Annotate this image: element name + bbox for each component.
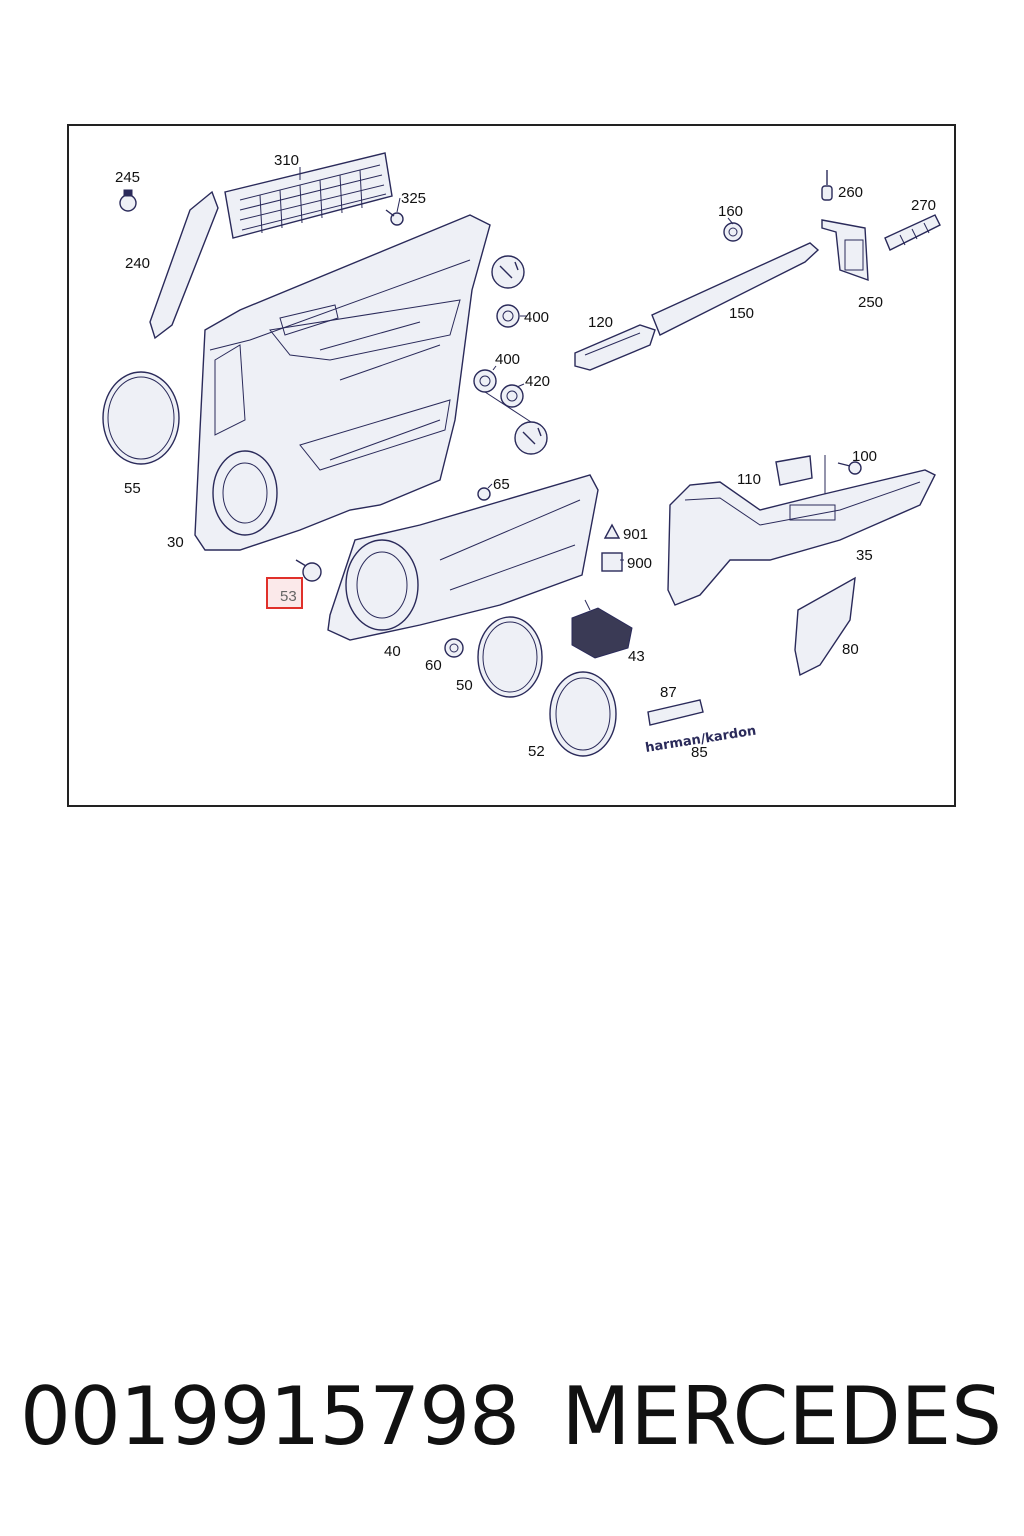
part-50-ring (477, 616, 543, 698)
callout-40: 40 (384, 643, 401, 660)
callout-50: 50 (456, 677, 473, 694)
part-270-clip (884, 214, 941, 251)
part-55-ring (102, 371, 180, 465)
callout-160: 160 (718, 203, 743, 220)
callout-85: 85 (691, 744, 708, 761)
callout-60: 60 (425, 657, 442, 674)
callout-110: 110 (737, 471, 761, 488)
callout-53: 53 (280, 588, 297, 605)
callout-100: 100 (852, 448, 877, 465)
callout-270: 270 (911, 197, 936, 214)
callout-43: 43 (628, 648, 645, 665)
part-30-door-panel (194, 214, 491, 551)
part-400-plugs (473, 255, 548, 455)
part-87-bracket (647, 699, 704, 726)
part-250-bracket (821, 219, 869, 282)
highlight-box (266, 577, 303, 609)
highlighted-callout-53[interactable]: 53 (266, 577, 303, 609)
callout-87: 87 (660, 684, 677, 701)
callout-310: 310 (274, 152, 299, 169)
part-60-plug (444, 638, 464, 658)
callout-80: 80 (842, 641, 859, 658)
callout-35: 35 (856, 547, 873, 564)
part-110-cover (775, 455, 813, 486)
callout-240: 240 (125, 255, 150, 272)
callout-900: 900 (627, 555, 652, 572)
callout-901: 901 (623, 526, 648, 543)
callout-260: 260 (838, 184, 863, 201)
part-52-ring (549, 671, 617, 757)
part-260-pin (821, 170, 833, 201)
part-40-lower-panel (327, 474, 599, 641)
callout-325: 325 (401, 190, 426, 207)
callout-420: 420 (525, 373, 550, 390)
callout-250: 250 (858, 294, 883, 311)
part-120-handle (574, 324, 656, 371)
callout-120: 120 (588, 314, 613, 331)
part-65-screw (477, 487, 491, 501)
part-901-clip (603, 523, 621, 539)
brand-name: MERCEDES (561, 1370, 1002, 1463)
part-53-clip (295, 559, 322, 582)
callout-52: 52 (528, 743, 545, 760)
callout-400-upper: 400 (524, 309, 549, 326)
part-160-plug (723, 222, 743, 242)
parts-diagram: harman/kardon 310 245 325 240 260 270 16… (102, 152, 941, 761)
part-900-connector (601, 552, 623, 572)
callout-55: 55 (124, 480, 141, 497)
callout-400-lower: 400 (495, 351, 520, 368)
footer: 0019915798 MERCEDES (0, 1370, 1024, 1470)
part-80-cover (794, 576, 856, 677)
callout-245: 245 (115, 169, 140, 186)
part-240-trim (149, 190, 219, 340)
part-245-clip (119, 189, 137, 212)
part-310-grille (224, 152, 393, 239)
callout-labels: 310 245 325 240 260 270 160 250 400 120 … (115, 152, 936, 761)
part-325-screw (385, 209, 404, 226)
part-150-strip (651, 242, 820, 336)
part-43-lamp (571, 599, 633, 659)
part-420-plug (500, 384, 524, 408)
callout-150: 150 (729, 305, 754, 322)
part-35-armrest (667, 469, 936, 606)
part-number: 0019915798 (20, 1370, 520, 1463)
callout-30: 30 (167, 534, 184, 551)
leader-lines (299, 167, 734, 561)
callout-65: 65 (493, 476, 510, 493)
